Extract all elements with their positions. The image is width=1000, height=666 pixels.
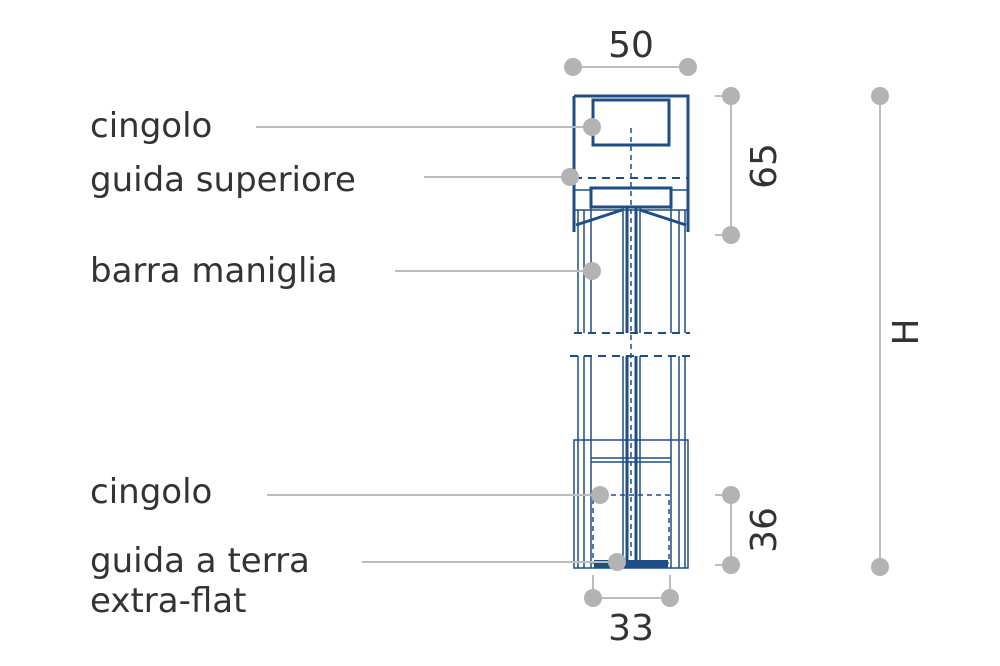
dim-height-bottom: 36 xyxy=(744,507,785,553)
dimension-height-bottom: 36 xyxy=(715,486,785,574)
callout-labels: cingolo guida superiore barra maniglia c… xyxy=(90,106,356,621)
dim-width-bottom: 33 xyxy=(608,608,654,649)
leader-dot-barra-maniglia xyxy=(583,262,601,280)
dim-width-top: 50 xyxy=(608,25,654,66)
leader-dot-cingolo-top xyxy=(583,118,601,136)
label-cingolo-bottom: cingolo xyxy=(90,472,212,512)
leaders xyxy=(256,118,626,571)
profile-drawing xyxy=(570,94,690,569)
dim-total-height: H xyxy=(886,318,927,345)
label-guida-terra-line1: guida a terra xyxy=(90,541,310,581)
dimension-total-height: H xyxy=(871,87,927,576)
upper-guide-block xyxy=(589,186,673,209)
dimension-height-top: 65 xyxy=(715,87,785,244)
leader-dot-cingolo-bottom xyxy=(591,486,609,504)
dimension-width-top: 50 xyxy=(564,25,697,76)
dimension-width-bottom: 33 xyxy=(584,575,679,649)
label-cingolo-top: cingolo xyxy=(90,106,212,146)
leader-dot-guida-superiore xyxy=(561,168,579,186)
dim-height-top: 65 xyxy=(744,143,785,189)
leader-dot-guida-terra xyxy=(608,553,626,571)
label-guida-superiore: guida superiore xyxy=(90,160,356,200)
label-barra-maniglia: barra maniglia xyxy=(90,251,338,291)
label-guida-terra-line2: extra-flat xyxy=(90,581,246,621)
